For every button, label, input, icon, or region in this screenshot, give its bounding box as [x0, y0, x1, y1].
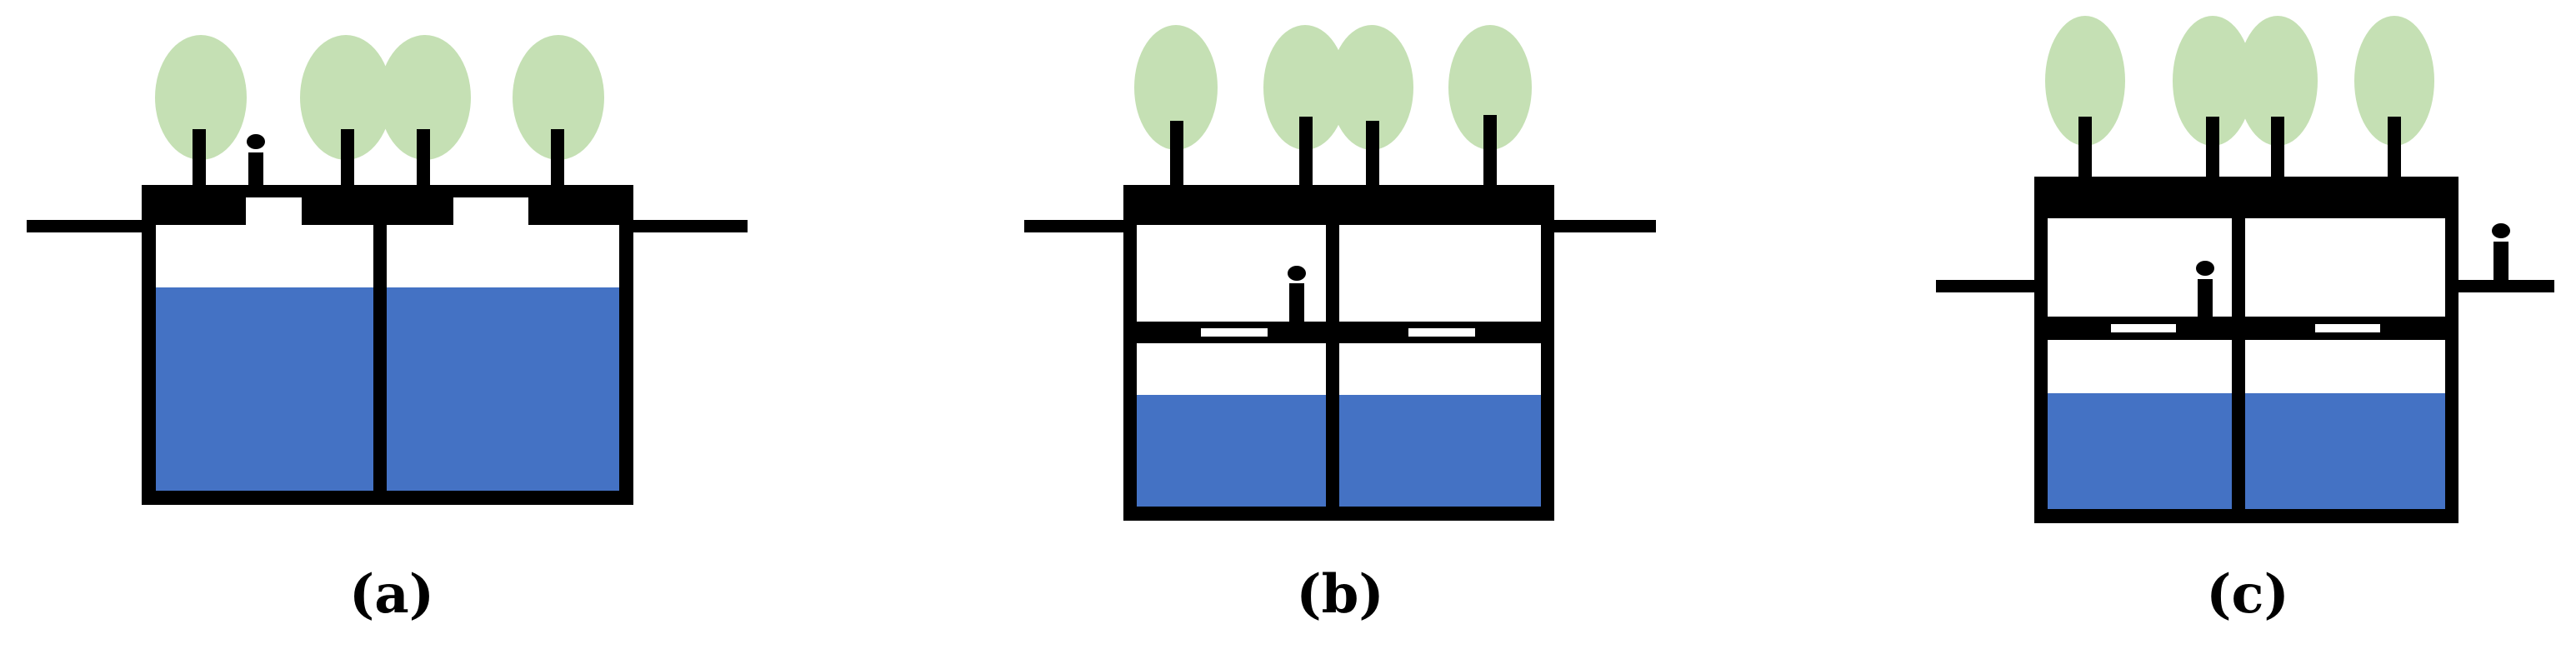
panel-b: (b): [1024, 25, 1656, 626]
caption-c: (c): [2206, 563, 2289, 626]
tree-trunk: [341, 129, 354, 196]
trees-c: [2045, 16, 2434, 183]
ground-line-right: [2458, 280, 2554, 292]
tank-wall-left: [2034, 177, 2048, 523]
panel-c: (c): [1936, 16, 2554, 626]
inlet-pipe: [248, 152, 263, 194]
tree-canopy: [379, 35, 471, 160]
roof-slab: [302, 185, 453, 225]
outlet-cap: [2492, 223, 2510, 238]
tree-trunk: [551, 129, 564, 196]
ground-line-left: [1024, 220, 1126, 232]
roof-cover: [453, 185, 528, 195]
panel-a: (a): [27, 35, 748, 626]
tree-canopy: [2238, 16, 2318, 146]
inlet-cap: [1288, 266, 1306, 281]
ground-line-left: [27, 220, 148, 232]
tank-wall-right: [1541, 185, 1554, 521]
ground-line-right: [627, 220, 748, 232]
tank-wall-left: [1123, 185, 1137, 521]
tree-canopy: [1134, 25, 1218, 150]
tank-divider: [2232, 177, 2245, 523]
caption-a: (a): [349, 563, 434, 626]
tank-wall-left: [142, 193, 156, 505]
tree-canopy: [513, 35, 604, 160]
slab-opening: [2315, 324, 2380, 332]
outlet-pipe: [2493, 242, 2508, 282]
water-chamber-right: [2245, 393, 2445, 509]
roof-slab: [142, 185, 246, 225]
tank-wall-right: [2445, 177, 2458, 523]
roof-slab: [528, 185, 633, 225]
tree-trunk: [1366, 121, 1379, 192]
tank-floor: [2034, 509, 2458, 523]
tree-canopy: [1448, 25, 1532, 150]
inlet-pipe: [2198, 279, 2213, 319]
slab-opening: [2111, 324, 2176, 332]
slab-opening: [1201, 328, 1268, 337]
tree-trunk: [193, 129, 206, 196]
inlet-cap: [247, 134, 265, 149]
trees-a: [155, 35, 604, 196]
tree-canopy: [1263, 25, 1347, 150]
cover-lid: [453, 193, 528, 197]
slab-opening: [1408, 328, 1475, 337]
tank-divider: [373, 193, 387, 505]
tree-canopy: [2354, 16, 2434, 146]
intermediate-slab: [1123, 322, 1554, 343]
tree-trunk: [1170, 121, 1183, 192]
tree-trunk: [2206, 117, 2219, 183]
tank-floor: [142, 491, 633, 505]
tree-trunk: [1483, 115, 1497, 192]
tree-canopy: [2173, 16, 2253, 146]
water-chamber-right: [1339, 395, 1541, 507]
inlet-cap: [2196, 261, 2214, 276]
tree-trunk: [1299, 117, 1313, 192]
water-chamber-left: [2048, 393, 2232, 509]
tree-trunk: [2078, 117, 2092, 183]
tree-canopy: [155, 35, 247, 160]
tree-canopy: [2045, 16, 2125, 146]
tree-trunk: [2388, 117, 2401, 183]
ground-line-left: [1936, 280, 2038, 292]
tank-wall-right: [619, 193, 633, 505]
roof-slab: [2034, 177, 2458, 218]
trees-b: [1134, 25, 1532, 192]
tree-canopy: [300, 35, 392, 160]
tree-trunk: [417, 129, 430, 196]
tree-trunk: [2271, 117, 2284, 183]
inlet-pipe: [1289, 283, 1304, 323]
caption-b: (b): [1296, 563, 1383, 626]
tree-canopy: [1330, 25, 1413, 150]
tank-divider: [1326, 185, 1339, 521]
ground-line-right: [1554, 220, 1656, 232]
water-chamber-left: [1137, 395, 1326, 507]
cover-lid: [246, 193, 302, 197]
water-chamber-left: [156, 287, 373, 491]
intermediate-slab: [2034, 317, 2458, 340]
water-chamber-right: [387, 287, 619, 491]
